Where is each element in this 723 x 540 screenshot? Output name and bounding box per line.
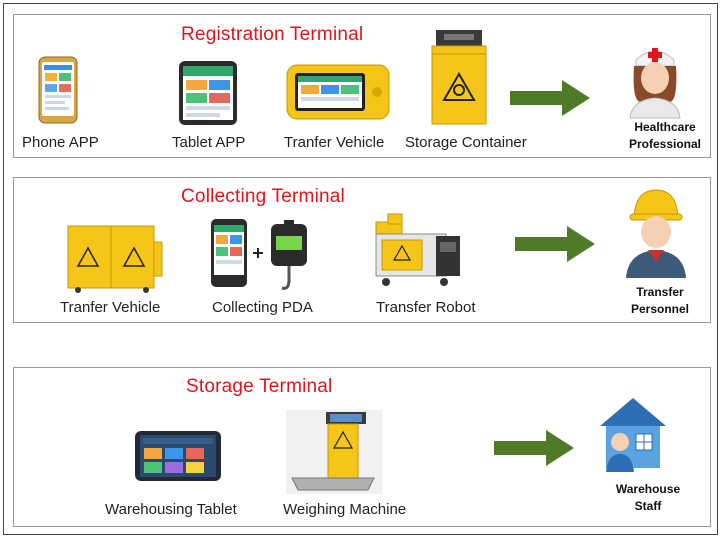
registration-terminal-title: Registration Terminal xyxy=(181,24,364,45)
tablet-app-label: Tablet APP xyxy=(172,134,246,151)
weighing-machine-label: Weighing Machine xyxy=(283,501,407,518)
healthcare-professional-label: Healthcare Professional xyxy=(610,119,720,153)
collecting-pda-label: Collecting PDA xyxy=(212,299,313,316)
worker-icon xyxy=(626,189,686,278)
plus-icon xyxy=(253,248,263,258)
role-line-2: Personnel xyxy=(630,302,690,316)
registration-terminal-panel xyxy=(13,14,711,158)
weighing-machine-icon xyxy=(286,410,382,494)
transfer-vehicle-icon xyxy=(67,225,163,293)
role-line-1: Healthcare xyxy=(634,120,696,134)
warehouse-staff-label: Warehouse Staff xyxy=(593,481,703,515)
transfer-vehicle-icon xyxy=(286,64,390,120)
tranfer-vehicle-label-2: Tranfer Vehicle xyxy=(60,299,161,316)
arrow-right-icon xyxy=(510,80,590,116)
role-line-1: Transfer xyxy=(636,285,684,299)
phone-app-label: Phone APP xyxy=(22,134,99,151)
warehousing-tablet-label: Warehousing Tablet xyxy=(105,501,237,518)
tranfer-vehicle-label-1: Tranfer Vehicle xyxy=(284,134,385,151)
transfer-personnel-label: Transfer Personnel xyxy=(605,284,715,318)
pda-icon xyxy=(211,219,247,287)
arrow-right-icon xyxy=(494,430,574,466)
role-line-2: Professional xyxy=(628,137,702,151)
tablet-icon xyxy=(179,61,237,125)
storage-terminal-title: Storage Terminal xyxy=(186,376,333,397)
nurse-icon xyxy=(629,48,681,119)
collecting-terminal-title: Collecting Terminal xyxy=(181,186,345,207)
storage-container-label: Storage Container xyxy=(405,134,527,151)
warehouse-staff-icon xyxy=(600,398,666,472)
transfer-robot-icon xyxy=(375,213,460,286)
tablet-icon xyxy=(135,431,221,481)
storage-container-icon xyxy=(431,30,487,125)
transfer-robot-label: Transfer Robot xyxy=(376,299,476,316)
arrow-right-icon xyxy=(515,226,595,262)
smartphone-icon xyxy=(38,56,78,124)
role-line-2: Staff xyxy=(634,499,662,513)
role-line-1: Warehouse xyxy=(615,482,681,496)
diagram-frame xyxy=(3,3,718,535)
scale-icon xyxy=(271,220,307,290)
